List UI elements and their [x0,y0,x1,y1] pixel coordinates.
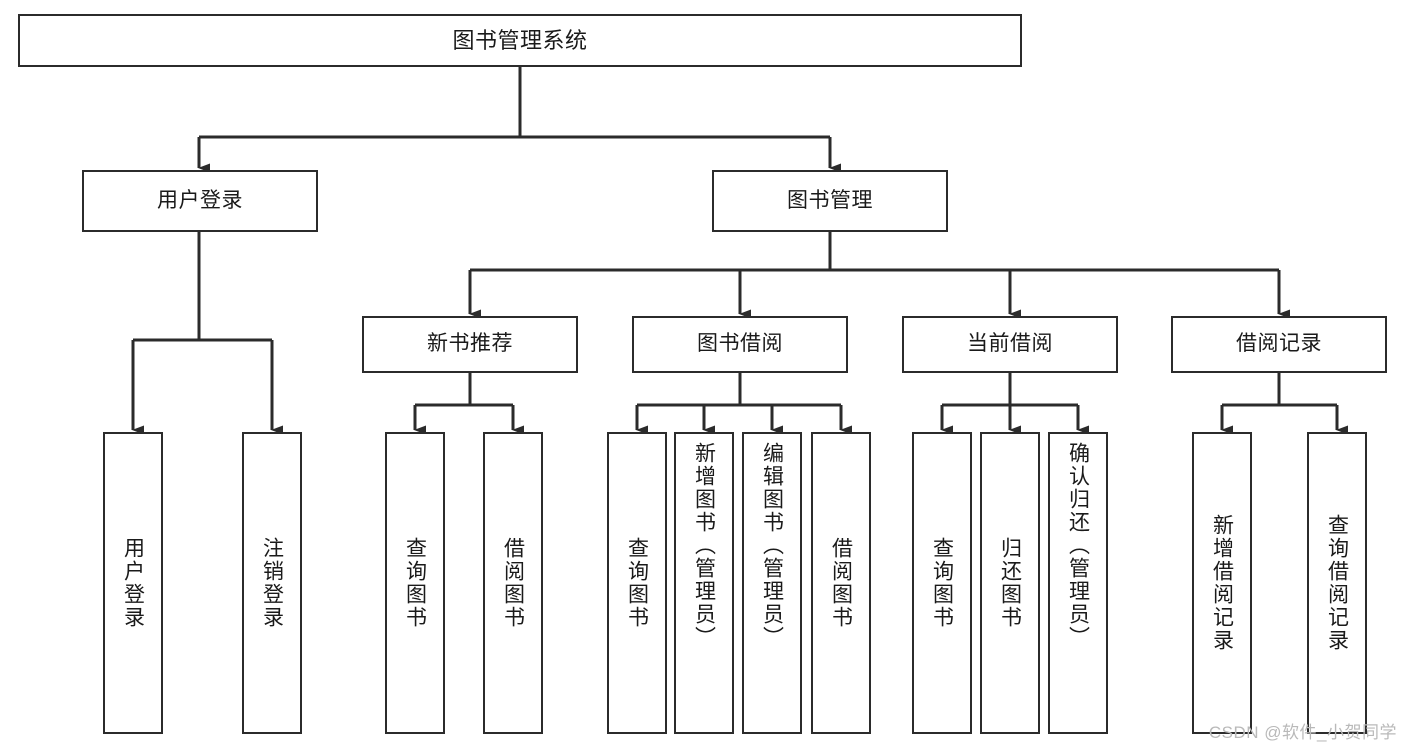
node-user-login[interactable]: 用户登录 [82,170,318,232]
node-label: 查询借阅记录 [1325,514,1349,652]
node-label: 当前借阅 [967,332,1053,356]
node-label: 新增借阅记录 [1210,514,1234,652]
node-leaf-query-book-current[interactable]: 查询图书 [912,432,972,734]
node-label: 借阅图书 [501,537,525,629]
node-label: 归还图书 [998,537,1022,629]
node-label: 编辑图书（管理员） [760,442,784,649]
node-label: 确认归还（管理员） [1066,442,1090,649]
node-label: 图书借阅 [697,332,783,356]
node-leaf-add-book-admin[interactable]: 新增图书（管理员） [674,432,734,734]
node-leaf-return-book[interactable]: 归还图书 [980,432,1040,734]
node-label: 新书推荐 [427,332,513,356]
node-borrow-record[interactable]: 借阅记录 [1171,316,1387,373]
node-label: 图书管理 [787,188,873,212]
node-leaf-query-book-recommend[interactable]: 查询图书 [385,432,445,734]
node-leaf-query-book-borrow[interactable]: 查询图书 [607,432,667,734]
node-root-book-management-system[interactable]: 图书管理系统 [18,14,1022,67]
node-label: 查询图书 [930,537,954,629]
node-leaf-edit-book-admin[interactable]: 编辑图书（管理员） [742,432,802,734]
node-label: 新增图书（管理员） [692,442,716,649]
node-label: 图书管理系统 [452,27,588,53]
node-leaf-add-borrow-record[interactable]: 新增借阅记录 [1192,432,1252,734]
node-leaf-confirm-return-admin[interactable]: 确认归还（管理员） [1048,432,1108,734]
watermark: CSDN @软件_小贺同学 [1208,723,1397,742]
node-label: 注销登录 [260,537,284,629]
node-label: 用户登录 [121,537,145,629]
node-leaf-query-borrow-record[interactable]: 查询借阅记录 [1307,432,1367,734]
node-new-book-recommend[interactable]: 新书推荐 [362,316,578,373]
node-label: 用户登录 [157,188,243,212]
node-label: 借阅记录 [1236,332,1322,356]
node-label: 查询图书 [625,537,649,629]
node-book-management[interactable]: 图书管理 [712,170,948,232]
node-book-borrow[interactable]: 图书借阅 [632,316,848,373]
node-label: 查询图书 [403,537,427,629]
node-leaf-user-login[interactable]: 用户登录 [103,432,163,734]
node-leaf-borrow-book-recommend[interactable]: 借阅图书 [483,432,543,734]
node-label: 借阅图书 [829,537,853,629]
node-leaf-borrow-book-borrow[interactable]: 借阅图书 [811,432,871,734]
node-current-borrow[interactable]: 当前借阅 [902,316,1118,373]
node-leaf-logout-login[interactable]: 注销登录 [242,432,302,734]
